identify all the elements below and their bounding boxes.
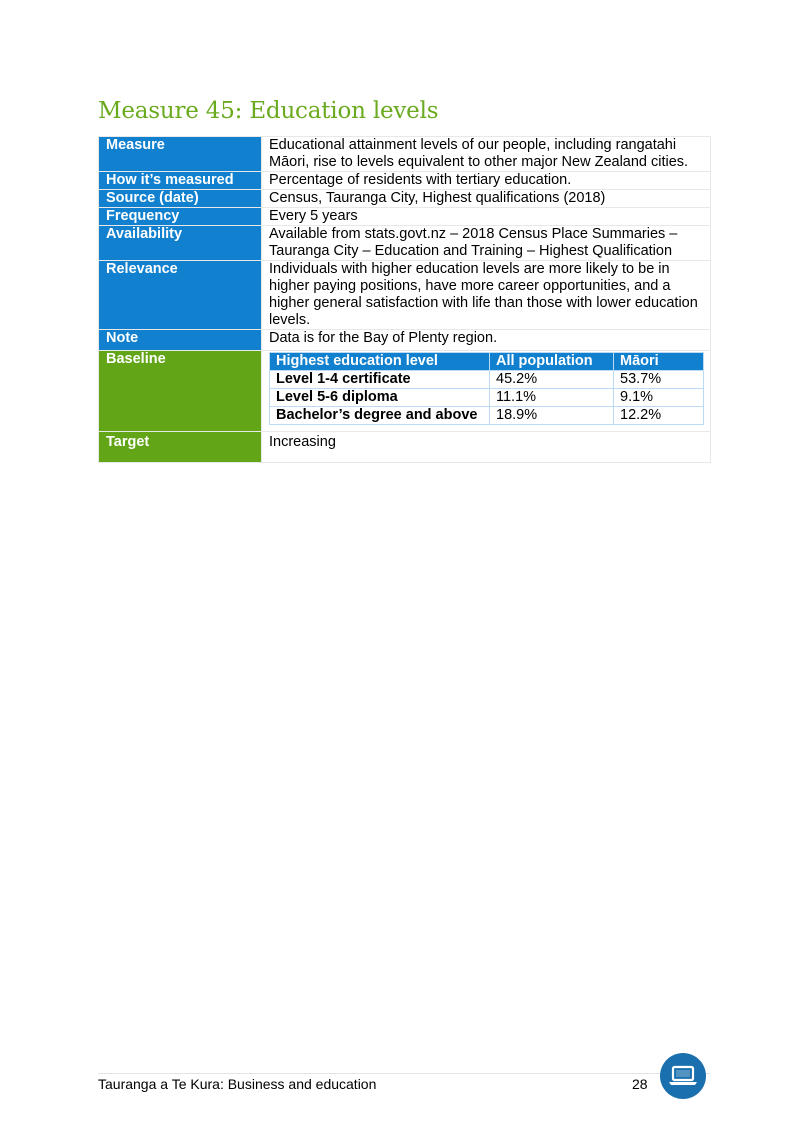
- note-label: Note: [98, 329, 262, 351]
- laptop-icon: [660, 1053, 706, 1099]
- measure-value: Educational attainment levels of our peo…: [261, 136, 711, 172]
- frequency-label: Frequency: [98, 207, 262, 226]
- table-cell: 45.2%: [489, 370, 614, 389]
- page-title: Measure 45: Education levels: [98, 98, 439, 124]
- target-row: Target Increasing: [98, 431, 711, 463]
- footer-text: Tauranga a Te Kura: Business and educati…: [98, 1076, 377, 1092]
- table-cell: 53.7%: [613, 370, 704, 389]
- table-cell: Level 5-6 diploma: [269, 388, 490, 407]
- baseline-value: Highest education level All population M…: [261, 350, 711, 432]
- baseline-header: All population: [489, 352, 614, 371]
- baseline-header: Highest education level: [269, 352, 490, 371]
- measure-label: Measure: [98, 136, 262, 172]
- measure-table: Measure Educational attainment levels of…: [98, 136, 711, 463]
- availability-row: Availability Available from stats.govt.n…: [98, 225, 711, 261]
- baseline-row: Baseline Highest education level All pop…: [98, 350, 711, 432]
- availability-label: Availability: [98, 225, 262, 261]
- note-row: Note Data is for the Bay of Plenty regio…: [98, 329, 711, 351]
- relevance-label: Relevance: [98, 260, 262, 330]
- target-value: Increasing: [261, 431, 711, 463]
- table-row: Level 1-4 certificate 45.2% 53.7%: [269, 370, 704, 389]
- how-measured-row: How it’s measured Percentage of resident…: [98, 171, 711, 190]
- table-row: Bachelor’s degree and above 18.9% 12.2%: [269, 406, 704, 425]
- table-cell: 18.9%: [489, 406, 614, 425]
- footer-divider: [98, 1073, 710, 1074]
- source-label: Source (date): [98, 189, 262, 208]
- note-value: Data is for the Bay of Plenty region.: [261, 329, 711, 351]
- baseline-header-row: Highest education level All population M…: [269, 352, 704, 371]
- baseline-label: Baseline: [98, 350, 262, 432]
- relevance-value: Individuals with higher education levels…: [261, 260, 711, 330]
- baseline-table: Highest education level All population M…: [269, 352, 704, 425]
- table-cell: 11.1%: [489, 388, 614, 407]
- table-cell: Bachelor’s degree and above: [269, 406, 490, 425]
- measure-row: Measure Educational attainment levels of…: [98, 136, 711, 172]
- relevance-row: Relevance Individuals with higher educat…: [98, 260, 711, 330]
- table-cell: 9.1%: [613, 388, 704, 407]
- source-value: Census, Tauranga City, Highest qualifica…: [261, 189, 711, 208]
- baseline-header: Māori: [613, 352, 704, 371]
- page-number: 28: [632, 1076, 648, 1092]
- table-cell: 12.2%: [613, 406, 704, 425]
- table-cell: Level 1-4 certificate: [269, 370, 490, 389]
- table-row: Level 5-6 diploma 11.1% 9.1%: [269, 388, 704, 407]
- how-measured-value: Percentage of residents with tertiary ed…: [261, 171, 711, 190]
- frequency-row: Frequency Every 5 years: [98, 207, 711, 226]
- availability-value: Available from stats.govt.nz – 2018 Cens…: [261, 225, 711, 261]
- target-label: Target: [98, 431, 262, 463]
- how-measured-label: How it’s measured: [98, 171, 262, 190]
- frequency-value: Every 5 years: [261, 207, 711, 226]
- source-row: Source (date) Census, Tauranga City, Hig…: [98, 189, 711, 208]
